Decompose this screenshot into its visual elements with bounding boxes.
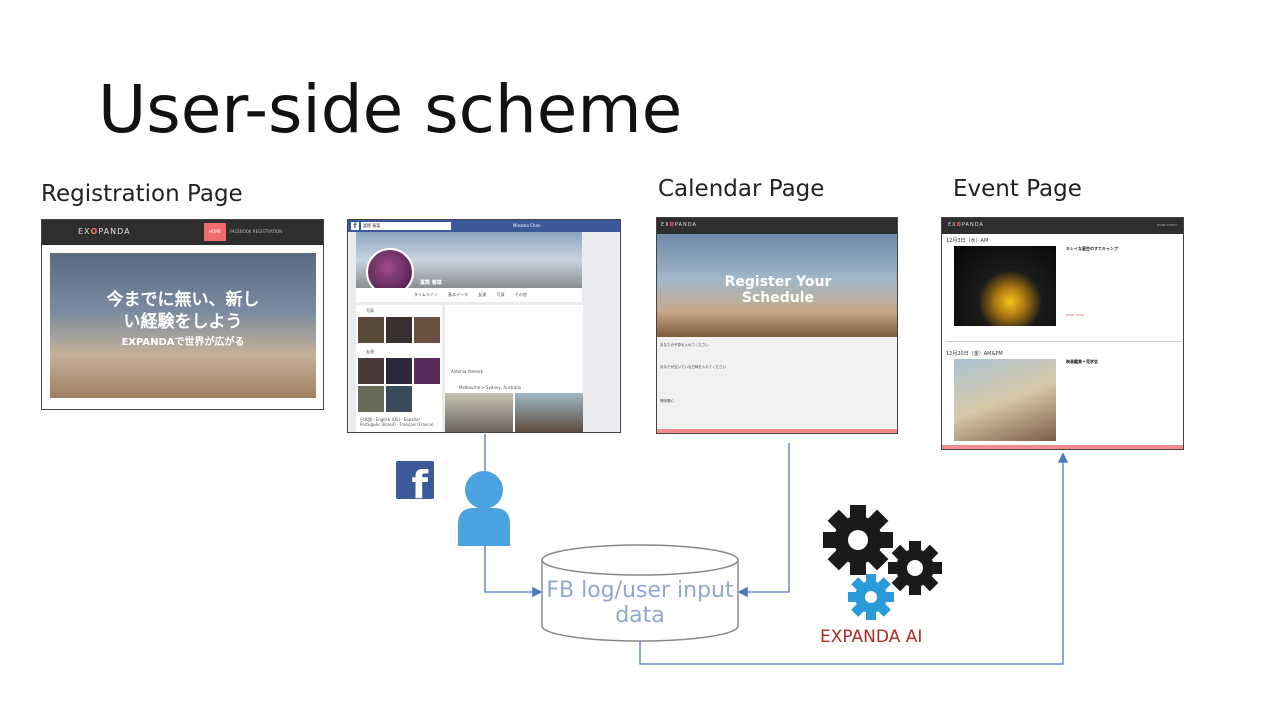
registration-hero-image: 今までに無い、新しい経験をしよう EXPANDAで世界が広がる <box>50 253 316 398</box>
event-nav: HOME EVENT <box>1157 223 1177 227</box>
photo-thumb <box>386 317 412 343</box>
friend-thumb <box>358 358 384 384</box>
schedule-form: あなたの予算を入れてください あなたが空いている日時を入れてください 興味関心 <box>660 342 896 404</box>
footer-bar <box>942 445 1183 449</box>
event-image-film <box>954 359 1056 441</box>
registration-header: EXOPANDA HOME FACEBOOK REGISTRATION <box>42 220 323 245</box>
hero-subheadline: EXPANDAで世界が広がる <box>121 337 245 348</box>
event-page-screenshot: EXOPANDA HOME EVENT 12月3日（水）AM キレイな星空のすて… <box>941 217 1184 450</box>
profile-left-column: 写真 友達 日本語 · English (US) · Español · Por… <box>356 305 442 432</box>
photo-thumb <box>414 317 440 343</box>
budget-question: あなたの予算を入れてください <box>660 343 709 347</box>
calendar-page-label: Calendar Page <box>658 176 825 202</box>
expanda-ai-label: EXPANDA AI <box>820 627 923 647</box>
registration-page-screenshot: EXOPANDA HOME FACEBOOK REGISTRATION 今までに… <box>41 219 324 410</box>
friend-thumb <box>386 386 412 412</box>
gear-icon <box>823 505 893 575</box>
arrow-calendar-to-database <box>737 443 790 598</box>
language-list: 日本語 · English (US) · Español · Português… <box>360 417 434 427</box>
expanda-logo: EXOPANDA <box>78 227 131 236</box>
hero-headline: 今までに無い、新しい経験をしよう <box>106 290 260 332</box>
user-icon <box>458 471 510 546</box>
post-photo <box>515 393 583 432</box>
slide-title: User-side scheme <box>98 71 683 148</box>
expanda-logo: EXOPANDA <box>948 222 984 228</box>
friend-thumb <box>414 358 440 384</box>
facebook-search: 冨樫 春菜 <box>361 222 451 230</box>
tab-timeline: タイムライン <box>414 292 438 297</box>
profile-tabs: タイムライン 基本データ 友達 写真 その他 <box>356 288 582 302</box>
friends-heading: 友達 <box>366 349 374 354</box>
profile-name: 冨樫 春菜 <box>420 280 442 286</box>
database-label: FB log/user input data <box>546 578 734 628</box>
facebook-topbar: f 冨樫 春菜 Minamo Chan <box>348 220 620 232</box>
photo-thumb <box>358 317 384 343</box>
post-location: Melbourne > Sydney, Australia <box>459 385 522 390</box>
event-image-camping <box>954 246 1056 326</box>
home-button: HOME <box>204 223 226 241</box>
availability-question: あなたが空いている日時を入れてください <box>660 365 727 369</box>
event-date-2: 12月20日（金）AM&PM <box>946 351 1003 357</box>
friend-thumb <box>386 358 412 384</box>
gear-icon <box>888 541 942 595</box>
gear-icon <box>848 574 894 620</box>
facebook-registration-link: FACEBOOK REGISTRATION <box>230 229 283 234</box>
event-title-2: 映画鑑賞＋見学会 <box>1066 359 1098 364</box>
photos-heading: 写真 <box>366 308 374 313</box>
event-header: EXOPANDA HOME EVENT <box>942 218 1183 234</box>
friend-thumb <box>358 386 384 412</box>
read-more-link: READ MORE <box>1066 313 1085 317</box>
facebook-icon: f <box>396 461 434 499</box>
event-page-label: Event Page <box>953 176 1082 202</box>
expanda-logo: EXOPANDA <box>661 222 697 228</box>
facebook-logo-icon: f <box>351 222 359 230</box>
tab-photos: 写真 <box>496 292 505 297</box>
calendar-header: EXOPANDA <box>657 218 897 234</box>
profile-timeline-column: Antonia Almeirk Melbourne > Sydney, Aust… <box>445 305 583 432</box>
facebook-profile-screenshot: f 冨樫 春菜 Minamo Chan 冨樫 春菜 タイムライン 基本データ 友… <box>347 219 621 433</box>
arrow-database-to-event <box>639 452 1069 665</box>
registration-page-label: Registration Page <box>41 181 243 207</box>
post-author: Antonia Almeirk <box>451 369 483 374</box>
tab-friends: 友達 <box>478 292 487 297</box>
event-date-1: 12月3日（水）AM <box>946 238 989 244</box>
footer-bar <box>657 429 897 433</box>
event-title-1: キレイな星空のすてキャンプ <box>1066 246 1118 251</box>
tab-more: その他 <box>514 292 527 297</box>
database-icon <box>541 544 739 642</box>
facebook-user-name: Minamo Chan <box>513 223 541 228</box>
interest-question: 興味関心 <box>660 399 674 403</box>
event-divider <box>946 341 1181 342</box>
tab-about: 基本データ <box>448 292 469 297</box>
post-photo <box>445 393 513 432</box>
